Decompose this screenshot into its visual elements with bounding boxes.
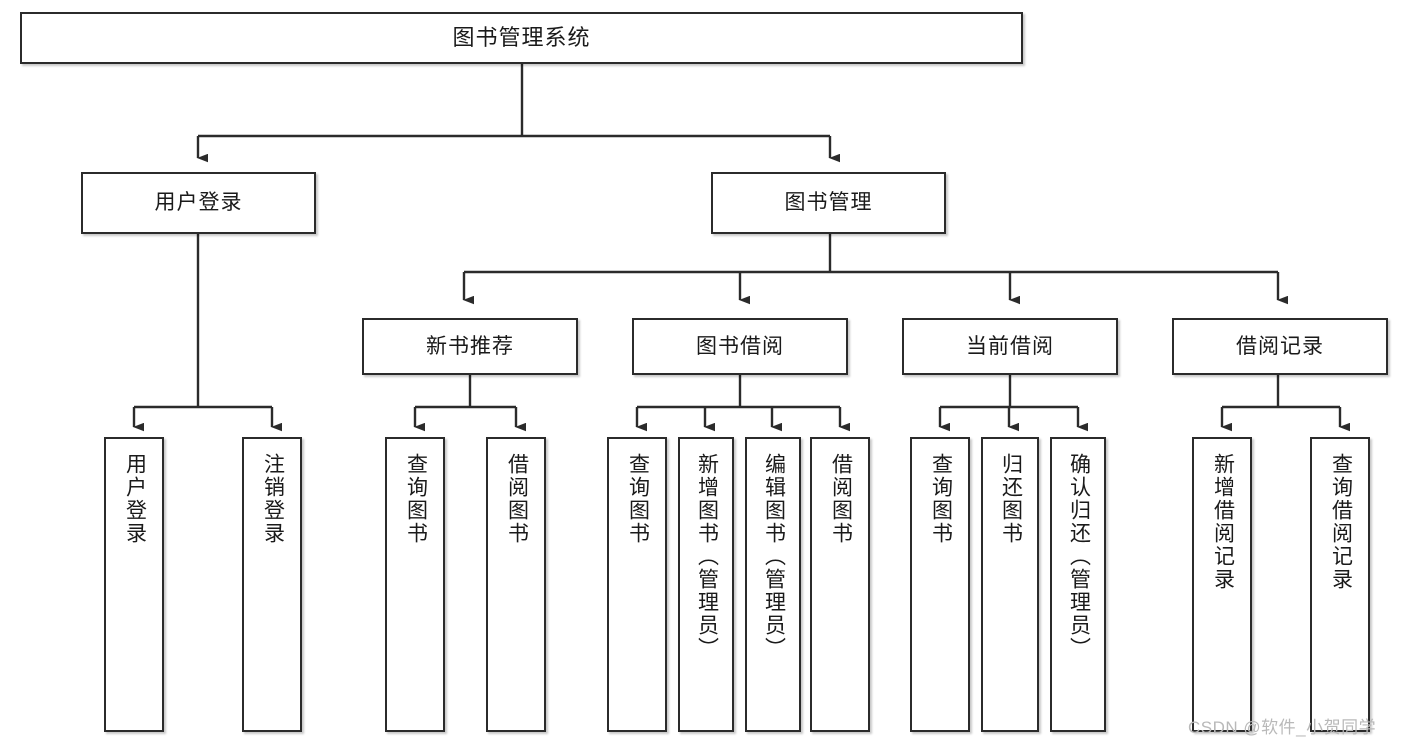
node-label: 确认归还（管理员） <box>1067 453 1091 660</box>
node-label: 注销登录 <box>261 453 285 545</box>
node-label: 借阅记录 <box>1236 334 1324 358</box>
node-book-borrow[interactable]: 图书借阅 <box>632 318 848 375</box>
node-new-book-recommend[interactable]: 新书推荐 <box>362 318 578 375</box>
node-label: 编辑图书（管理员） <box>762 453 786 660</box>
node-label: 图书借阅 <box>696 334 784 358</box>
node-label: 当前借阅 <box>966 334 1054 358</box>
node-label: 图书管理系统 <box>452 24 591 50</box>
node-label: 用户登录 <box>123 453 147 545</box>
node-label: 新增图书（管理员） <box>695 453 719 660</box>
node-user-login[interactable]: 用户登录 <box>81 172 316 234</box>
leaf-book-borrow-add[interactable]: 新增图书（管理员） <box>678 437 734 732</box>
node-root-book-management-system[interactable]: 图书管理系统 <box>20 12 1023 64</box>
leaf-new-book-query[interactable]: 查询图书 <box>385 437 445 732</box>
node-label: 查询借阅记录 <box>1329 453 1353 591</box>
leaf-current-borrow-query[interactable]: 查询图书 <box>910 437 970 732</box>
watermark-text: CSDN @软件_小贺同学 <box>1188 718 1377 737</box>
leaf-user-login-login[interactable]: 用户登录 <box>104 437 164 732</box>
leaf-book-borrow-edit[interactable]: 编辑图书（管理员） <box>745 437 801 732</box>
node-label: 用户登录 <box>154 191 243 215</box>
node-label: 借阅图书 <box>829 453 853 545</box>
leaf-borrow-record-add[interactable]: 新增借阅记录 <box>1192 437 1252 732</box>
node-label: 借阅图书 <box>505 453 529 545</box>
leaf-new-book-borrow[interactable]: 借阅图书 <box>486 437 546 732</box>
node-label: 图书管理 <box>784 191 873 215</box>
leaf-user-login-logout[interactable]: 注销登录 <box>242 437 302 732</box>
node-label: 新增借阅记录 <box>1211 453 1235 591</box>
node-current-borrow[interactable]: 当前借阅 <box>902 318 1118 375</box>
leaf-book-borrow-borrow[interactable]: 借阅图书 <box>810 437 870 732</box>
leaf-current-borrow-return[interactable]: 归还图书 <box>981 437 1039 732</box>
node-label: 新书推荐 <box>426 334 514 358</box>
node-borrow-record[interactable]: 借阅记录 <box>1172 318 1388 375</box>
node-label: 查询图书 <box>626 453 650 545</box>
leaf-borrow-record-query[interactable]: 查询借阅记录 <box>1310 437 1370 732</box>
leaf-current-borrow-confirm-return[interactable]: 确认归还（管理员） <box>1050 437 1106 732</box>
node-label: 查询图书 <box>404 453 428 545</box>
leaf-book-borrow-query[interactable]: 查询图书 <box>607 437 667 732</box>
node-book-management[interactable]: 图书管理 <box>711 172 946 234</box>
node-label: 归还图书 <box>999 453 1023 545</box>
node-label: 查询图书 <box>929 453 953 545</box>
